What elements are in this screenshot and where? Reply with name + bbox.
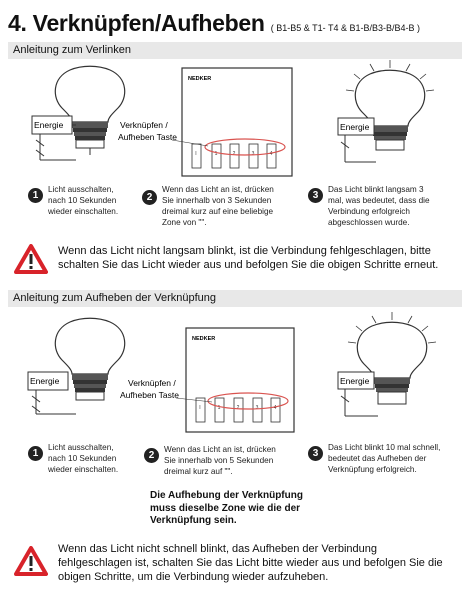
- unlinking-illustration: Energie NEDKER I 1 2 3 4 Verknüpfen / Aufheb…: [27, 312, 437, 433]
- svg-text:1: 1: [218, 405, 221, 411]
- warning-text-unlinking: Wenn das Licht nicht schnell blinkt, das…: [58, 543, 443, 583]
- energie-label-right: Energie: [340, 122, 370, 132]
- warning-triangle-icon: [14, 244, 48, 274]
- svg-text:2: 2: [237, 405, 240, 411]
- svg-text:4: 4: [274, 405, 277, 411]
- wiring-diagram-right: [337, 117, 376, 163]
- energie-label: Energie: [34, 120, 64, 130]
- remote-brand: NEDKER: [192, 336, 215, 342]
- remote-control-icon: NEDKER I 1 2 3 4: [181, 67, 293, 177]
- step-2-badge-unlink: 2: [144, 448, 159, 463]
- title-subtitle: ( B1-B5 & T1- T4 & B1-B/B3-B/B4-B ): [270, 23, 420, 33]
- wiring-diagram: [31, 115, 76, 161]
- warning-text-linking: Wenn das Licht nicht langsam blinkt, ist…: [58, 245, 439, 271]
- wiring-diagram-right: [337, 371, 378, 417]
- light-bulb-icon: [54, 317, 126, 401]
- tasten-label-1: Verknüpfen /: [128, 378, 176, 388]
- energie-label: Energie: [30, 376, 60, 386]
- svg-text:1: 1: [215, 151, 218, 157]
- warning-triangle-icon: [14, 546, 48, 576]
- tasten-label-2: Aufheben Taste: [118, 132, 177, 142]
- tasten-label-1: Verknüpfen /: [120, 120, 168, 130]
- svg-text:I: I: [199, 405, 200, 411]
- light-bulb-glow-icon: [347, 312, 437, 405]
- step-3-badge-unlink: 3: [308, 446, 323, 461]
- step-1-badge: 1: [28, 188, 43, 203]
- section-header-unlinking: Anleitung zum Aufheben der Verknüpfung: [8, 290, 462, 307]
- step-3-text-unlink: Das Licht blinkt 10 mal schnell,bedeutet…: [328, 443, 441, 474]
- step-2-badge: 2: [142, 190, 157, 205]
- svg-text:I: I: [195, 151, 196, 157]
- step-1-badge-unlink: 1: [28, 446, 43, 461]
- energie-label-right: Energie: [340, 376, 370, 386]
- remote-brand: NEDKER: [188, 76, 211, 82]
- svg-text:3: 3: [252, 151, 255, 157]
- highlight-oval: [204, 138, 286, 156]
- title-text: 4. Verknüpfen/Aufheben: [8, 10, 265, 36]
- highlight-oval: [207, 392, 289, 410]
- tasten-label-2: Aufheben Taste: [120, 390, 179, 400]
- page-title: 4. Verknüpfen/Aufheben ( B1-B5 & T1- T4 …: [8, 10, 420, 37]
- svg-text:2: 2: [233, 151, 236, 157]
- light-bulb-icon: [54, 65, 126, 155]
- remote-control-icon: NEDKER I 1 2 3 4: [185, 327, 295, 433]
- svg-text:3: 3: [256, 405, 259, 411]
- linking-illustration: Energie NEDKER I 1 2 3 4 Verknüpfen / Aufheb…: [31, 60, 435, 177]
- svg-text:4: 4: [270, 151, 273, 157]
- wiring-diagram: [27, 371, 76, 415]
- light-bulb-glow-icon: [345, 60, 435, 151]
- section-header-linking: Anleitung zum Verlinken: [8, 42, 462, 59]
- step-3-badge: 3: [308, 188, 323, 203]
